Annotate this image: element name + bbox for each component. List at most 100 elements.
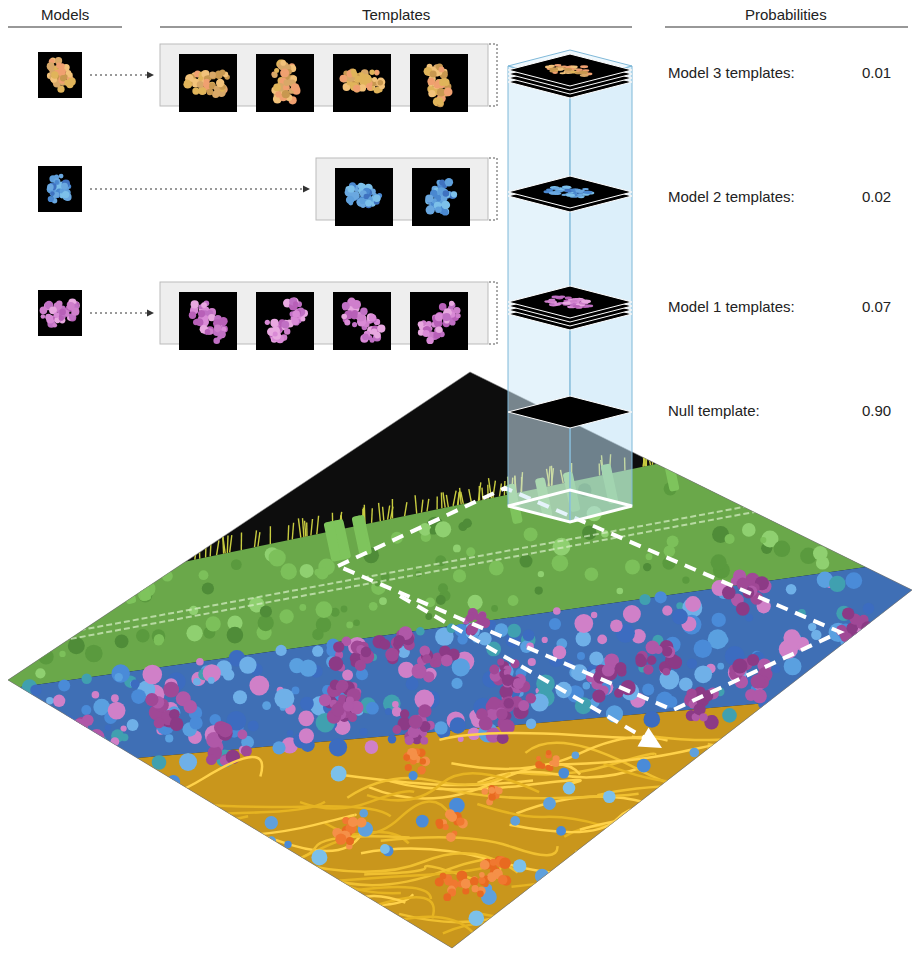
protein-blob — [20, 847, 30, 857]
lipid-tail — [469, 489, 472, 502]
protein-blob — [477, 614, 485, 622]
nuclear-protein — [483, 922, 497, 936]
lipid-tail — [671, 448, 673, 461]
protein-blob — [5, 865, 11, 871]
protein-blob — [654, 646, 662, 654]
cytoplasm-protein — [7, 769, 21, 783]
protein-blob — [544, 300, 551, 303]
protein-blob — [85, 739, 95, 749]
protein-blob — [365, 200, 372, 207]
protein-blob — [75, 749, 91, 765]
lipid-tail — [227, 536, 229, 553]
lipid-tail — [915, 393, 916, 410]
lipid-tail — [441, 493, 443, 509]
protein-blob — [427, 78, 434, 85]
nuclear-protein — [865, 743, 877, 755]
protein-blob — [378, 80, 384, 86]
lipid-tail — [241, 532, 243, 550]
membrane-protein — [524, 527, 538, 541]
cytoplasm-protein — [193, 678, 201, 686]
protein-blob — [17, 848, 24, 855]
membrane-protein — [202, 582, 214, 594]
cytoplasm-protein — [9, 753, 20, 764]
protein-blob — [205, 820, 210, 825]
lipid-tail — [123, 559, 125, 575]
lipid-tail — [688, 437, 690, 457]
membrane-protein — [438, 583, 448, 593]
protein-blob — [549, 67, 558, 70]
protein-blob — [360, 308, 367, 315]
cytoplasm-protein — [223, 669, 235, 681]
lipid-tail — [49, 571, 50, 590]
protein-blob — [435, 207, 442, 214]
lipid-tail — [217, 540, 219, 555]
lipid-tail — [786, 420, 788, 437]
lipid-tail — [306, 523, 308, 537]
protein-blob — [346, 837, 354, 845]
lipid-tail — [32, 581, 33, 593]
protein-blob — [273, 332, 278, 337]
cytoplasm-protein — [863, 603, 874, 614]
cytoplasm-protein — [276, 645, 287, 656]
lipid-tail — [405, 502, 407, 516]
protein-blob — [64, 786, 74, 796]
protein-blob — [72, 733, 83, 744]
lipid-tail — [854, 409, 856, 423]
lipid-tail — [80, 565, 82, 583]
protein-blob — [361, 647, 372, 658]
protein-blob — [451, 191, 457, 197]
protein-blob — [192, 88, 199, 95]
cytoplasm-protein — [416, 627, 425, 636]
lipid-tail — [479, 486, 481, 501]
fiber — [878, 849, 916, 886]
nuclear-protein — [12, 837, 27, 852]
protein-blob — [219, 317, 227, 325]
protein-blob — [68, 72, 73, 77]
protein-blob — [441, 655, 453, 667]
cytoplasm-protein — [577, 652, 585, 660]
protein-blob — [357, 820, 364, 827]
protein-blob — [0, 843, 11, 854]
nuclear-protein — [114, 846, 121, 853]
fiber — [203, 832, 408, 875]
nuclear-protein — [39, 928, 49, 938]
fiber — [564, 889, 716, 914]
protein-blob — [643, 665, 653, 675]
protein-blob — [18, 739, 29, 750]
protein-blob — [177, 883, 185, 891]
protein-blob — [342, 302, 350, 310]
cytoplasm-protein — [528, 658, 536, 666]
cytoplasm-protein — [901, 650, 916, 665]
cytoplasm-protein — [523, 629, 535, 641]
protein-blob — [549, 303, 555, 305]
fiber — [300, 791, 414, 808]
membrane-protein — [552, 555, 569, 572]
protein-blob — [64, 79, 71, 86]
cytoplasm-protein — [896, 651, 912, 667]
template-layer — [508, 176, 632, 208]
lipid-tail — [195, 541, 198, 560]
protein-blob — [167, 840, 175, 848]
membrane-protein — [59, 651, 65, 657]
protein-blob — [489, 794, 496, 801]
lipid-tail — [126, 561, 128, 574]
membrane-protein — [44, 612, 61, 629]
protein-blob — [699, 845, 707, 853]
lipid-tail — [391, 507, 393, 519]
template-layer — [508, 396, 632, 428]
lipid-tail — [99, 562, 101, 579]
fiber — [813, 807, 916, 837]
protein-blob — [499, 857, 511, 869]
lipid-tail — [828, 413, 830, 428]
protein-blob — [8, 733, 17, 742]
fiber — [652, 732, 830, 740]
cytoplasm-protein — [84, 738, 97, 751]
protein-blob — [238, 730, 248, 740]
cytoplasm-protein — [168, 706, 180, 718]
cytoplasm-protein — [165, 734, 173, 742]
protein-blob — [189, 312, 196, 319]
lipid-tail — [63, 569, 65, 587]
fiber — [659, 871, 861, 911]
membrane-protein — [774, 541, 791, 558]
fiber — [58, 846, 251, 884]
